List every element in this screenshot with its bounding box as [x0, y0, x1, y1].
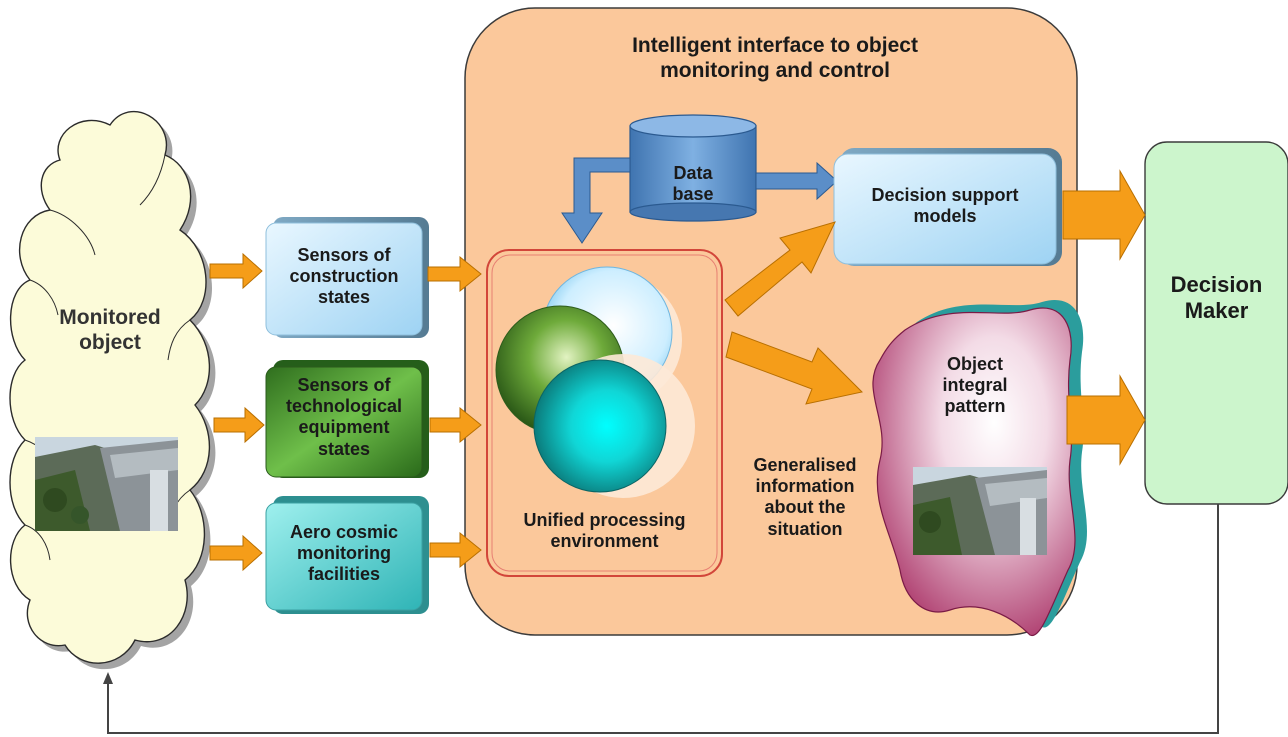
arrow-construction-to-unified [427, 255, 482, 293]
arrow-cloud-to-aero [209, 534, 263, 572]
sensor-box-technological [265, 360, 429, 478]
arrow-unified-to-support [724, 221, 836, 317]
arrow-cloud-to-technological [213, 406, 265, 444]
monitored-object-cloud [9, 110, 216, 670]
arrow-aero-to-unified [429, 531, 482, 569]
circle-cyan [533, 359, 667, 493]
dam-photo-right [913, 467, 1047, 555]
database-cylinder [629, 114, 757, 222]
db-to-unified-arrow [561, 157, 631, 244]
sensor-construction-label: Sensors of construction states [289, 245, 399, 308]
database-label: Data base [672, 163, 714, 205]
arrow-cloud-to-construction [209, 252, 263, 290]
arrow-support-to-maker [1062, 169, 1146, 261]
sensor-box-construction [265, 217, 429, 338]
sensor-box-aero-cosmic [265, 496, 429, 614]
db-to-support-arrow [755, 161, 838, 201]
monitored-object-label: Monitored object [59, 306, 161, 354]
decision-support-box [833, 148, 1062, 266]
decision-maker-label: Decision Maker [1170, 272, 1263, 323]
unified-processing-label: Unified processing environment [523, 510, 686, 552]
generalised-info-label: Generalised information about the situat… [753, 455, 857, 539]
dam-photo-left [35, 437, 178, 531]
interface-title: Intelligent interface to object monitori… [632, 34, 918, 82]
sensor-aero-label: Aero cosmic monitoring facilities [289, 522, 399, 585]
arrow-unified-to-pattern [725, 331, 864, 405]
sensor-technological-label: Sensors of technological equipment state… [285, 375, 402, 459]
integral-pattern-label: Object integral pattern [942, 354, 1008, 417]
decision-support-label: Decision support models [871, 185, 1019, 227]
decision-maker-box [1144, 141, 1288, 505]
arrow-technological-to-unified [429, 406, 482, 444]
arrow-pattern-to-maker [1066, 374, 1146, 466]
feedback-line [107, 504, 1219, 734]
feedback-arrowhead [103, 672, 113, 684]
